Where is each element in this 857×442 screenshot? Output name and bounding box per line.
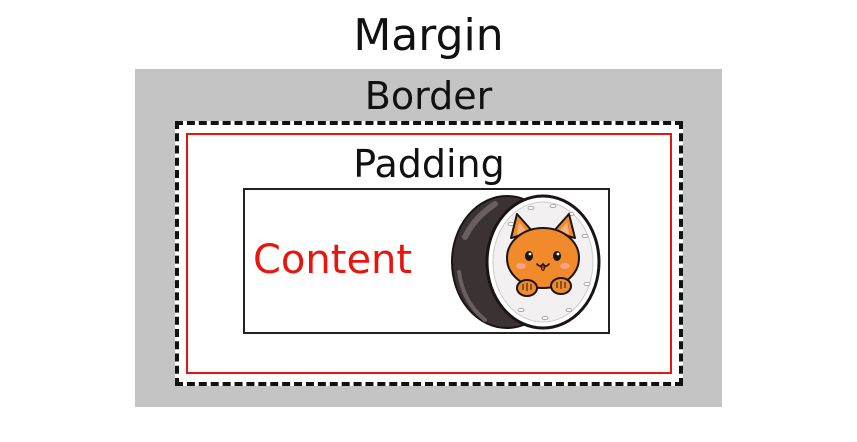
content-box: Content	[243, 188, 610, 334]
sushi-cat-icon	[451, 194, 601, 330]
padding-box: Padding Content	[186, 133, 672, 374]
content-label: Content	[253, 237, 413, 283]
border-label: Border	[364, 74, 493, 118]
padding-label: Padding	[353, 142, 505, 186]
dashed-border: Padding Content	[175, 121, 683, 386]
border-area: Border Padding Content	[135, 69, 722, 407]
margin-label: Margin	[353, 10, 504, 61]
